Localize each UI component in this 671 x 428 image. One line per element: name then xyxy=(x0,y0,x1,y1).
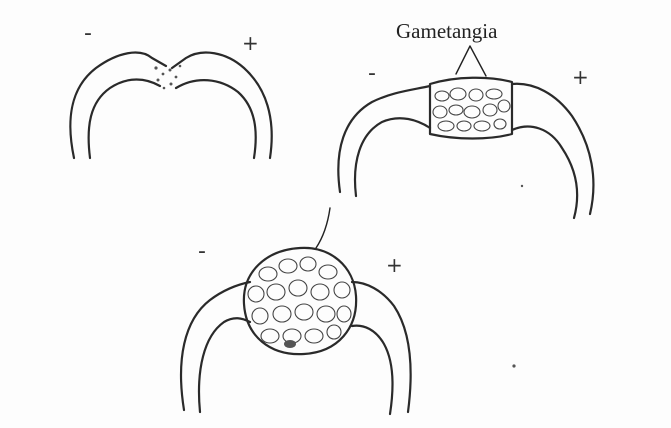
minus-sign: - xyxy=(198,239,206,264)
gametangia-label: Gametangia xyxy=(396,19,498,43)
speck xyxy=(512,364,515,367)
plus-sign: + xyxy=(386,253,403,277)
minus-sign: - xyxy=(368,61,376,86)
minus-sign: - xyxy=(84,21,92,46)
plus-sign: + xyxy=(242,31,259,55)
plus-sign: + xyxy=(572,65,589,89)
speck xyxy=(521,185,523,187)
